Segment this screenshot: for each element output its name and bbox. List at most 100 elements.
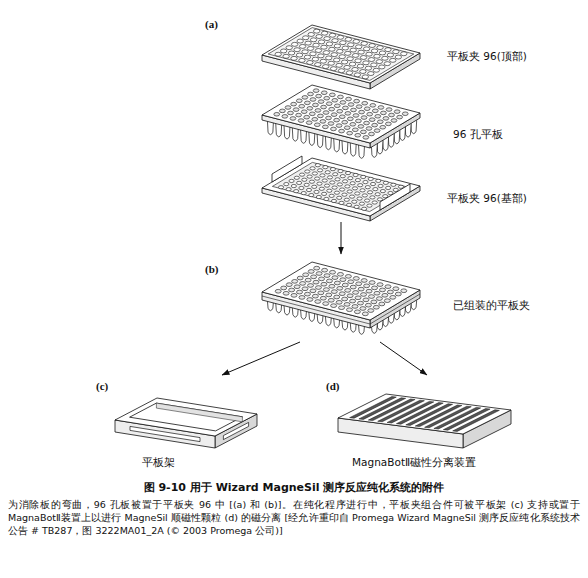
well-hole [384,62,390,66]
well-hole [337,109,343,113]
well-hole [362,207,367,210]
well-hole [360,189,365,192]
well-hole [319,277,325,281]
well-hole [327,189,332,192]
well-hole [324,197,329,200]
well-hole [321,45,327,49]
well-hole [326,56,332,60]
well-hole [321,91,327,95]
well-hole [291,294,297,298]
well-hole [346,203,351,206]
clip-top-top [262,25,420,83]
well-hole [315,109,321,113]
well-hole [306,188,311,191]
well-hole [322,268,328,272]
well-hole [326,293,332,297]
well-hole [315,177,320,180]
well-hole [346,97,352,101]
well-hole [314,123,320,127]
part-label: 已组装的平板夹 [453,299,530,312]
well-hole [330,168,335,171]
well-hole [294,48,300,52]
well-hole [332,99,338,103]
well-hole [297,39,303,43]
well-hole [356,45,362,49]
well-hole [322,125,328,129]
well-hole [334,44,340,48]
well-hole [342,106,348,110]
well-hole [387,53,393,57]
well-hole [368,58,374,62]
well-hole [337,183,342,186]
well-hole [338,69,344,73]
magnet-bar [368,399,415,421]
well-hole [303,273,309,277]
well-hole [369,281,375,285]
magnet-bar [387,401,434,423]
well-hole [371,63,377,67]
well-hole [344,126,350,130]
well-hole [382,56,388,60]
well-hole [313,280,319,284]
well-hole [302,96,308,100]
well-hole [311,275,317,279]
well-hole [286,283,292,287]
well-hole [353,291,359,295]
well-hole [331,304,337,308]
well-hole [304,55,310,59]
well-hole [386,186,391,189]
well-hole [281,286,287,290]
well-hole [349,195,354,198]
well-hole [378,184,383,187]
well-hole [347,57,353,61]
well-hole [294,190,299,193]
well-hole [364,107,370,111]
well-hole [374,291,380,295]
well-hole [323,166,328,169]
well-hole [354,310,360,314]
assembled-top [262,262,420,320]
well-hole [380,125,386,129]
well-hole [339,55,345,59]
well-hole [314,190,319,193]
well-hole [333,173,338,176]
well-hole [321,192,326,195]
well-hole [334,104,340,108]
well-tube [350,143,356,157]
well-hole [402,112,408,116]
well-hole [312,117,318,121]
well-hole [297,290,303,294]
clip-top-rim [268,28,414,81]
well-hole [363,136,369,140]
well-hole [318,100,324,104]
well-hole [342,46,348,50]
well-hole [312,294,318,298]
well-hole [361,41,367,45]
well-hole [289,288,295,292]
well-hole [367,204,372,207]
well-tube [292,128,298,142]
well-hole [372,286,378,290]
well-hole [301,192,306,195]
well-hole [368,72,374,76]
well-hole [394,110,400,114]
well-hole [373,305,379,309]
well-hole [379,288,385,292]
illustration-group: 平板夹 96(基部) [200,164,531,222]
panel-letter: (d) [326,380,339,393]
well-hole [304,183,309,186]
well-hole [350,299,356,303]
well-hole [293,108,299,112]
well-hole [352,305,358,309]
well-hole [385,285,391,289]
magnet-bar [443,409,490,431]
well-hole [278,186,283,189]
well-hole [372,123,378,127]
well-hole [318,114,324,118]
well-hole [374,54,380,58]
part-label: 平板夹 96(基部) [447,192,527,205]
well-hole [376,60,382,64]
well-hole [307,107,313,111]
well-hole [369,118,375,122]
